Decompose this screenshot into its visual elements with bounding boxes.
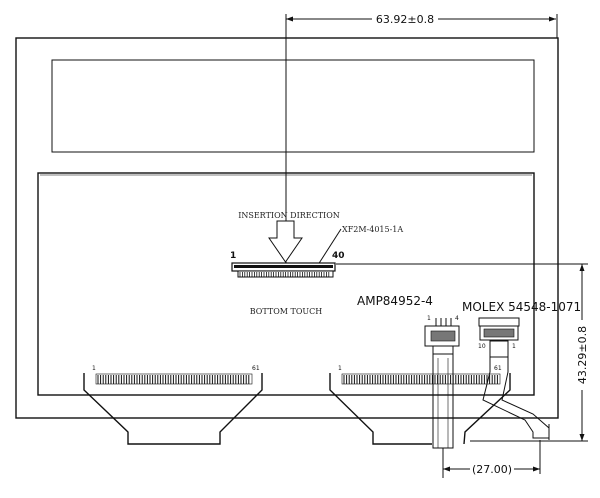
amp-pin-start: 1 (427, 315, 431, 322)
left-tail-pin-end: 61 (252, 365, 260, 372)
left-fpc-tail: 1 61 (83, 365, 263, 445)
connector-pin-start: 1 (230, 251, 236, 261)
left-tail-pin-start: 1 (92, 365, 96, 372)
width-dimension-label: 63.92±0.8 (376, 13, 434, 26)
amp-connector-label: AMP84952-4 (357, 294, 433, 308)
spacing-dimension: (27.00) (443, 440, 541, 476)
height-dimension-label: 43.29±0.8 (576, 326, 589, 384)
right-tail-pin-start: 1 (338, 365, 342, 372)
outer-panel (15, 37, 559, 419)
fpc-connector-body (231, 262, 336, 278)
fpc-leader-line (315, 228, 342, 269)
right-fpc-tail: 1 61 (329, 365, 511, 445)
molex-connector-label: MOLEX 54548-1071 (462, 300, 581, 314)
top-window (51, 59, 535, 153)
amp-connector: 1 4 (424, 315, 460, 478)
connector-pin-end: 40 (332, 251, 345, 261)
molex-pin-start: 10 (478, 343, 486, 350)
height-dimension: 43.29±0.8 (470, 264, 589, 442)
width-dimension: 63.92±0.8 (285, 12, 558, 264)
fpc-connector-label: XF2M-4015-1A (342, 225, 403, 234)
amp-pin-end: 4 (455, 315, 459, 322)
right-tail-pin-end: 61 (494, 365, 502, 372)
insertion-arrow-icon (268, 220, 303, 263)
insertion-direction-label: INSERTION DIRECTION (238, 211, 340, 220)
spacing-dimension-label: (27.00) (472, 463, 512, 476)
bottom-touch-label: BOTTOM TOUCH (250, 307, 322, 316)
molex-connector: 10 1 (478, 317, 550, 440)
molex-pin-end: 1 (512, 343, 516, 350)
